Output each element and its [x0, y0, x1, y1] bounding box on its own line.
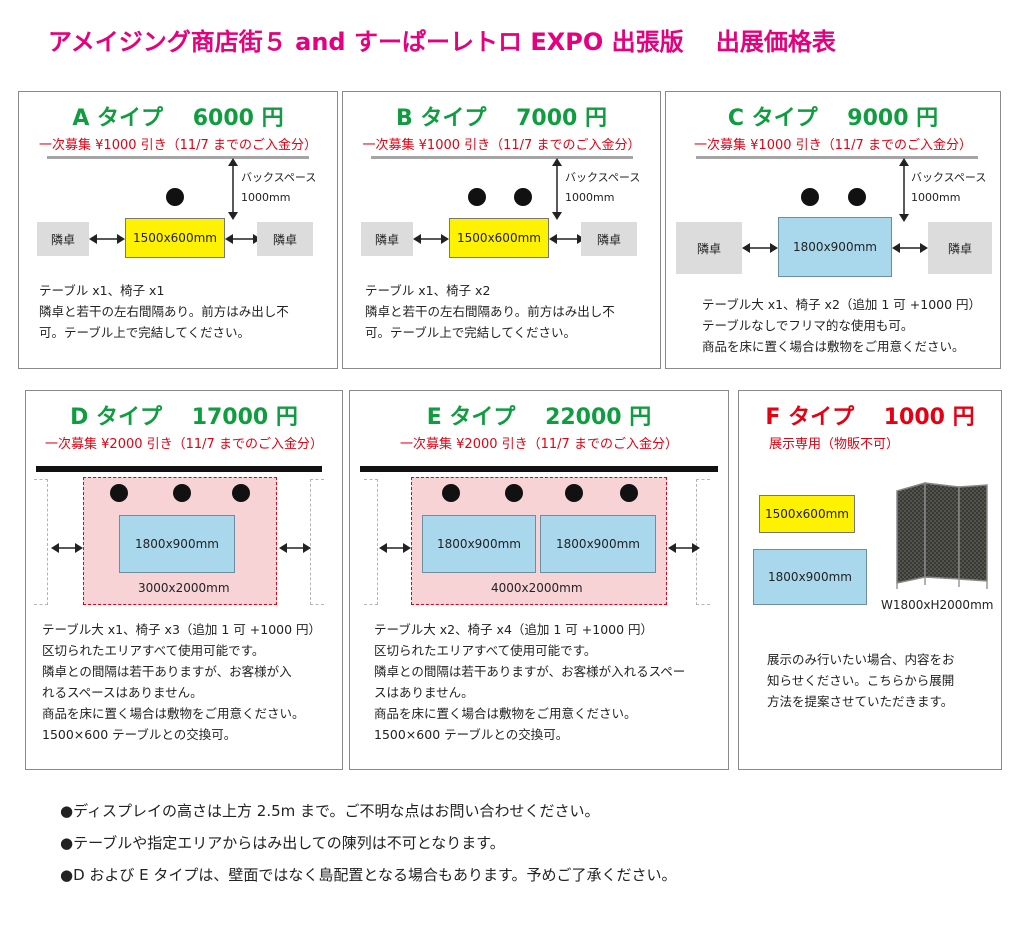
card-type-b: B タイプ 7000 円 一次募集 ¥1000 引き（11/7 までのご入金分）… — [342, 91, 661, 369]
card-e-wall — [360, 466, 718, 472]
card-e-description: テーブル大 x2、椅子 x4（追加 1 可 +1000 円） 区切られたエリアす… — [374, 622, 686, 742]
folding-partition-icon — [896, 482, 988, 589]
table-1800x900: 1800x900mm — [119, 515, 235, 573]
gap-arrow-icon — [892, 243, 928, 253]
table-1500x600: 1500x600mm — [125, 218, 225, 258]
note-item: ●ディスプレイの高さは上方 2.5m まで。ご不明な点はお問い合わせください。 — [60, 802, 600, 820]
divider-bracket-left — [34, 479, 48, 605]
card-type-a: A タイプ 6000 円 一次募集 ¥1000 引き（11/7 までのご入金分）… — [18, 91, 338, 369]
card-f-description: 展示のみ行いたい場合、内容をお 知らせください。こちらから展開 方法を提案させて… — [767, 652, 955, 709]
note-item: ●D および E タイプは、壁面ではなく島配置となる場合もあります。予めご了承く… — [60, 866, 677, 884]
divider-bracket-right — [310, 479, 324, 605]
card-b-discount: 一次募集 ¥1000 引き（11/7 までのご入金分） — [362, 138, 641, 153]
neighbor-table-left: 隣卓 — [37, 222, 89, 256]
chair-icon — [848, 188, 866, 206]
neighbor-table-left: 隣卓 — [361, 222, 413, 256]
card-f-exhibit-only: 展示専用（物販不可） — [769, 437, 900, 452]
chair-icon — [620, 484, 638, 502]
card-d-description: テーブル大 x1、椅子 x3（追加 1 可 +1000 円） 区切られたエリアす… — [42, 622, 322, 742]
back-space-arrow-icon — [899, 158, 909, 222]
chair-icon — [801, 188, 819, 206]
back-space-size: 1000mm — [565, 191, 615, 204]
back-space-arrow-icon — [552, 158, 562, 220]
card-type-f: F タイプ 1000 円 展示専用（物販不可） 1500x600mm 1800x… — [738, 390, 1002, 770]
table-1500x600: 1500x600mm — [759, 495, 855, 533]
card-a-description: テーブル x1、椅子 x1 隣卓と若干の左右間隔あり。前方はみ出し不 可。テーブ… — [39, 283, 289, 340]
gap-arrow-icon — [668, 543, 700, 553]
chair-icon — [505, 484, 523, 502]
gap-arrow-icon — [89, 234, 125, 244]
table-1800x900: 1800x900mm — [422, 515, 536, 573]
chair-icon — [173, 484, 191, 502]
chair-icon — [110, 484, 128, 502]
table-1800x900: 1800x900mm — [778, 217, 892, 277]
chair-icon — [514, 188, 532, 206]
back-space-size: 1000mm — [241, 191, 291, 204]
card-c-discount: 一次募集 ¥1000 引き（11/7 までのご入金分） — [694, 138, 972, 153]
card-b-description: テーブル x1、椅子 x2 隣卓と若干の左右間隔あり。前方はみ出し不 可。テーブ… — [365, 283, 615, 340]
card-a-discount: 一次募集 ¥1000 引き（11/7 までのご入金分） — [39, 138, 317, 153]
card-b-wall-line — [371, 156, 633, 159]
back-space-label: バックスペース — [241, 171, 317, 184]
card-e-discount: 一次募集 ¥2000 引き（11/7 までのご入金分） — [400, 437, 678, 452]
chair-icon — [232, 484, 250, 502]
neighbor-table-right: 隣卓 — [257, 222, 313, 256]
notes-list: ●ディスプレイの高さは上方 2.5m まで。ご不明な点はお問い合わせください。 … — [60, 795, 676, 891]
gap-arrow-icon — [279, 543, 311, 553]
divider-bracket-right — [696, 479, 710, 605]
table-1800x900: 1800x900mm — [540, 515, 656, 573]
table-1800x900: 1800x900mm — [753, 549, 867, 605]
card-f-header: F タイプ 1000 円 — [765, 405, 975, 430]
card-d-discount: 一次募集 ¥2000 引き（11/7 までのご入金分） — [45, 437, 323, 452]
card-d-wall — [36, 466, 322, 472]
card-type-e: E タイプ 22000 円 一次募集 ¥2000 引き（11/7 までのご入金分… — [349, 390, 729, 770]
card-c-wall-line — [696, 156, 978, 159]
back-space-size: 1000mm — [911, 191, 961, 204]
card-a-wall-line — [47, 156, 309, 159]
chair-icon — [565, 484, 583, 502]
divider-bracket-left — [364, 479, 378, 605]
back-space-label: バックスペース — [911, 171, 987, 184]
neighbor-table-right: 隣卓 — [928, 222, 992, 274]
card-b-header: B タイプ 7000 円 — [396, 106, 607, 131]
note-item: ●テーブルや指定エリアからはみ出しての陳列は不可となります。 — [60, 834, 505, 852]
neighbor-table-left: 隣卓 — [676, 222, 742, 274]
zone-size-label: 3000x2000mm — [138, 581, 230, 595]
back-space-label: バックスペース — [565, 171, 641, 184]
gap-arrow-icon — [225, 234, 261, 244]
gap-arrow-icon — [549, 234, 585, 244]
zone-size-label: 4000x2000mm — [491, 581, 583, 595]
chair-icon — [166, 188, 184, 206]
page-title: アメイジング商店街５ and すーぱーレトロ EXPO 出張版 出展価格表 — [48, 28, 836, 56]
gap-arrow-icon — [413, 234, 449, 244]
table-1500x600: 1500x600mm — [449, 218, 549, 258]
card-c-description: テーブル大 x1、椅子 x2（追加 1 可 +1000 円） テーブルなしでフリ… — [702, 297, 982, 354]
gap-arrow-icon — [742, 243, 778, 253]
card-type-d: D タイプ 17000 円 一次募集 ¥2000 引き（11/7 までのご入金分… — [25, 390, 343, 770]
gap-arrow-icon — [379, 543, 411, 553]
card-e-header: E タイプ 22000 円 — [426, 405, 652, 430]
card-type-c: C タイプ 9000 円 一次募集 ¥1000 引き（11/7 までのご入金分）… — [665, 91, 1001, 369]
partition-size-label: W1800xH2000mm — [881, 598, 994, 612]
gap-arrow-icon — [51, 543, 83, 553]
card-c-header: C タイプ 9000 円 — [727, 106, 939, 131]
chair-icon — [468, 188, 486, 206]
back-space-arrow-icon — [228, 158, 238, 220]
neighbor-table-right: 隣卓 — [581, 222, 637, 256]
chair-icon — [442, 484, 460, 502]
card-d-header: D タイプ 17000 円 — [70, 405, 298, 430]
card-a-header: A タイプ 6000 円 — [72, 106, 284, 131]
